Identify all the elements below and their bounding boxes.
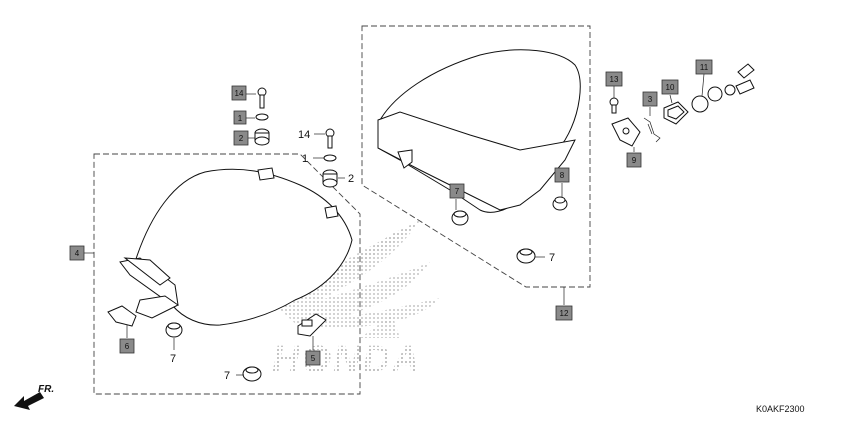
boxed-label-9: 9 <box>626 152 642 168</box>
plain-label-1: 1 <box>302 153 308 165</box>
boxed-label-13: 13 <box>605 71 623 87</box>
boxed-label-7-rear: 7 <box>449 183 465 199</box>
boxed-label-14-upper: 14 <box>231 85 247 101</box>
rear-seat-assembly-outline <box>361 25 591 288</box>
svg-text:2: 2 <box>239 134 244 143</box>
svg-text:4: 4 <box>75 249 80 258</box>
svg-text:6: 6 <box>125 342 130 351</box>
leader-lines <box>84 73 705 376</box>
boxed-label-3: 3 <box>642 91 658 107</box>
honda-brand-watermark: HONDA <box>272 339 421 381</box>
key-cylinder-11 <box>691 63 755 113</box>
screw-13 <box>609 97 619 114</box>
cushion-8-rear <box>552 196 568 211</box>
boxed-label-12: 12 <box>555 305 573 321</box>
boxed-label-8: 8 <box>554 167 570 183</box>
boxed-label-10: 10 <box>661 79 679 95</box>
boxed-label-1-upper: 1 <box>233 110 247 125</box>
svg-text:11: 11 <box>700 63 709 72</box>
plain-label-7-front: 7 <box>170 353 176 365</box>
rear-seat <box>377 49 581 213</box>
spring-clip-3 <box>643 117 661 143</box>
svg-text:7: 7 <box>455 187 460 196</box>
bolt-14-upper <box>257 87 267 109</box>
svg-text:1: 1 <box>238 114 243 123</box>
front-seat-assembly-outline <box>93 153 361 395</box>
plain-label-7-rear-right: 7 <box>549 252 555 264</box>
boxed-label-5: 5 <box>305 350 321 366</box>
washer-1-upper <box>255 113 269 121</box>
bolt-14-lower <box>325 128 335 149</box>
svg-text:8: 8 <box>560 171 565 180</box>
plain-label-7-bottom: 7 <box>224 370 230 382</box>
svg-text:10: 10 <box>666 83 675 92</box>
front-seat <box>119 167 353 326</box>
plain-label-14: 14 <box>298 129 310 141</box>
svg-text:3: 3 <box>648 95 653 104</box>
washer-1-lower <box>323 154 337 162</box>
cushion-7-rear-left <box>451 210 469 226</box>
boxed-label-4: 4 <box>69 245 85 261</box>
plate-10 <box>663 101 689 125</box>
cushion-7-front <box>165 322 183 338</box>
cushion-7-rear-right <box>516 248 536 264</box>
cushion-7-bottom <box>242 366 262 382</box>
plain-label-2: 2 <box>348 173 354 185</box>
svg-text:13: 13 <box>610 75 619 84</box>
svg-text:5: 5 <box>311 354 316 363</box>
front-direction-arrow-icon: FR. <box>14 384 54 410</box>
bracket-5 <box>297 313 327 337</box>
boxed-label-11: 11 <box>695 59 713 75</box>
svg-text:FR.: FR. <box>38 384 54 395</box>
latch-9 <box>611 117 641 147</box>
svg-text:9: 9 <box>632 156 637 165</box>
grommet-2-upper <box>254 128 270 146</box>
svg-text:12: 12 <box>560 309 569 318</box>
boxed-label-2-upper: 2 <box>233 130 249 146</box>
svg-text:14: 14 <box>235 89 244 98</box>
boxed-label-6: 6 <box>119 338 135 354</box>
diagram-code: K0AKF2300 <box>756 404 805 414</box>
hook-6 <box>107 305 137 327</box>
grommet-2-lower <box>322 169 338 188</box>
